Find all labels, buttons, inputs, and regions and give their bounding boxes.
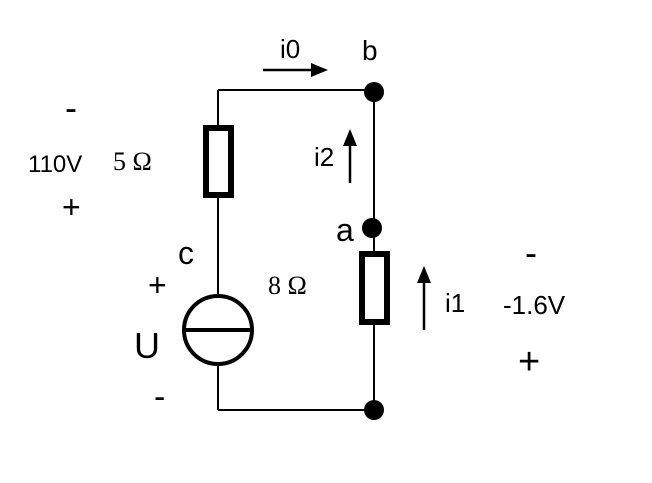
source-minus-sign: - <box>154 378 165 416</box>
label-node-a: a <box>336 212 354 248</box>
label-i2: i2 <box>314 142 334 172</box>
label-resistor-8-ohm: 8 Ω <box>268 271 307 300</box>
node-bottom-dot <box>364 400 384 420</box>
voltage-source-symbol <box>182 294 254 366</box>
label-resistor-5-ohm: 5 Ω <box>113 147 152 176</box>
resistor-8-ohm <box>359 251 390 325</box>
wires <box>217 89 375 411</box>
arrow-i2-icon <box>343 129 357 183</box>
label-node-b: b <box>362 35 378 66</box>
label-i0: i0 <box>280 34 300 64</box>
source-plus-sign: + <box>148 267 167 303</box>
right-voltage-plus: + <box>518 341 540 383</box>
left-voltage-minus: - <box>65 87 77 128</box>
source-name-U: U <box>134 325 160 366</box>
resistor-5-ohm <box>203 125 234 198</box>
label-i1: i1 <box>445 288 465 318</box>
arrow-i0-icon <box>263 63 328 77</box>
node-a-dot <box>362 218 382 238</box>
left-voltage-plus: + <box>62 189 81 225</box>
left-voltage-value: 110V <box>28 151 82 178</box>
node-b-dot <box>364 82 384 102</box>
label-node-c: c <box>178 235 194 271</box>
right-voltage-value: -1.6V <box>503 290 566 320</box>
arrow-i1-icon <box>417 266 431 330</box>
right-voltage-minus: - <box>525 232 537 273</box>
